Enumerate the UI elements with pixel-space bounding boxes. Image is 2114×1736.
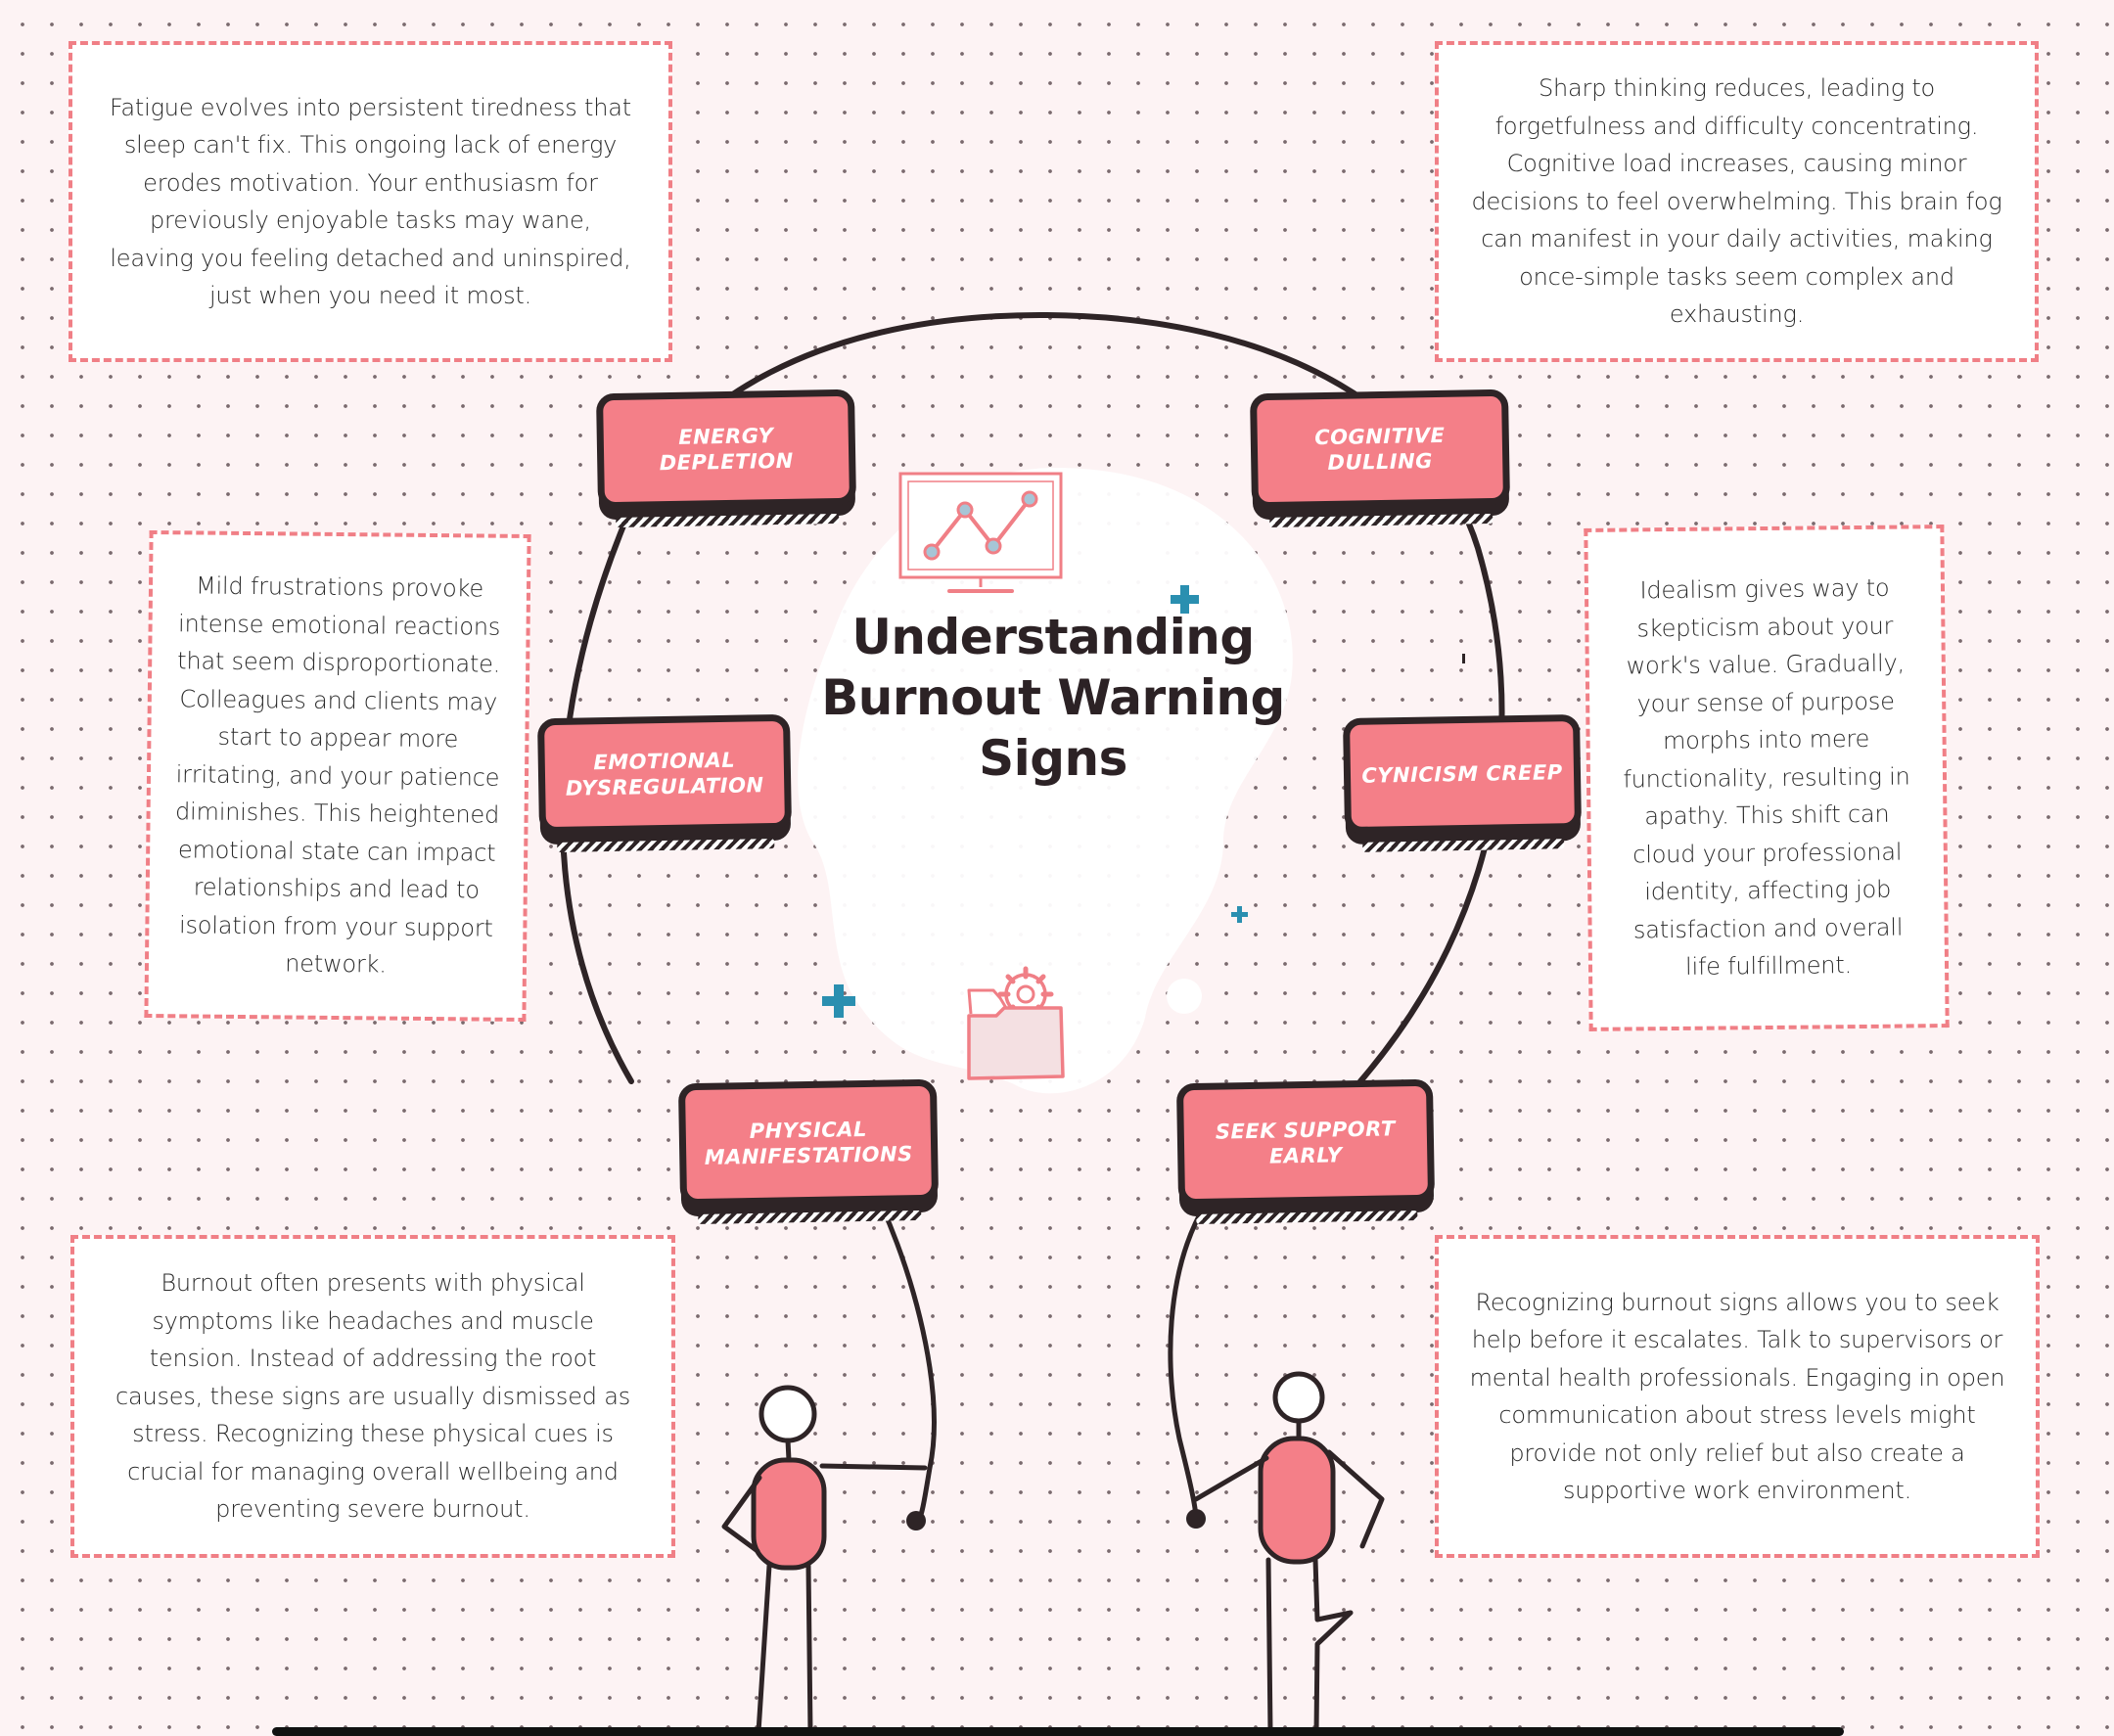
blob-bubble bbox=[1167, 979, 1202, 1014]
tiny-dash-mark bbox=[1462, 654, 1465, 663]
node-label: Cynicism Creep bbox=[1361, 760, 1563, 788]
description-cognitive-dulling: Sharp thinking reduces, leading to forge… bbox=[1435, 41, 2039, 362]
diagram-title: Understanding Burnout Warning Signs bbox=[821, 609, 1285, 787]
home-indicator-bar bbox=[272, 1727, 1844, 1736]
node-seek-support-early: Seek Support Early bbox=[1175, 1078, 1436, 1224]
node-cynicism-creep: Cynicism Creep bbox=[1342, 713, 1583, 852]
node-energy-depletion: Energy Depletion bbox=[595, 388, 857, 527]
description-text: Fatigue evolves into persistent tirednes… bbox=[110, 93, 631, 310]
folder-gear-icon bbox=[967, 966, 1065, 1080]
blob-bubble bbox=[828, 738, 844, 754]
description-seek-support-early: Recognizing burnout signs allows you to … bbox=[1435, 1235, 2040, 1558]
stick-figure-right bbox=[1193, 1371, 1385, 1735]
description-text: Burnout often presents with physical sym… bbox=[115, 1269, 631, 1524]
description-emotional-dysregulation: Mild frustrations provoke intense emotio… bbox=[144, 529, 531, 1023]
string-right bbox=[1168, 1201, 1209, 1522]
string-left bbox=[878, 1201, 937, 1525]
node-label: Seek Support Early bbox=[1215, 1116, 1396, 1168]
node-label: Emotional Dysregulation bbox=[565, 748, 764, 800]
sparkle-cross-icon bbox=[822, 585, 1248, 1018]
blob-bubble bbox=[1102, 525, 1149, 571]
node-label: Cognitive Dulling bbox=[1314, 423, 1446, 475]
string-knot-left bbox=[906, 1511, 926, 1530]
description-cynicism-creep: Idealism gives way to skepticism about y… bbox=[1584, 525, 1950, 1031]
node-cognitive-dulling: Cognitive Dulling bbox=[1249, 388, 1511, 527]
description-text: Idealism gives way to skepticism about y… bbox=[1623, 573, 1910, 982]
description-text: Sharp thinking reduces, leading to forge… bbox=[1471, 74, 2002, 329]
stick-figure-left bbox=[721, 1385, 928, 1735]
description-physical-manifestations: Burnout often presents with physical sym… bbox=[70, 1235, 675, 1558]
string-knot-right bbox=[1186, 1509, 1206, 1529]
description-text: Mild frustrations provoke intense emotio… bbox=[174, 571, 501, 979]
description-text: Recognizing burnout signs allows you to … bbox=[1469, 1288, 2005, 1505]
node-label: Physical Manifestations bbox=[704, 1117, 913, 1169]
chart-monitor-icon bbox=[898, 472, 1063, 593]
node-emotional-dysregulation: Emotional Dysregulation bbox=[536, 713, 793, 852]
description-energy-depletion: Fatigue evolves into persistent tirednes… bbox=[69, 41, 672, 362]
node-physical-manifestations: Physical Manifestations bbox=[677, 1078, 940, 1224]
node-label: Energy Depletion bbox=[659, 424, 794, 476]
center-blob bbox=[798, 468, 1293, 1094]
